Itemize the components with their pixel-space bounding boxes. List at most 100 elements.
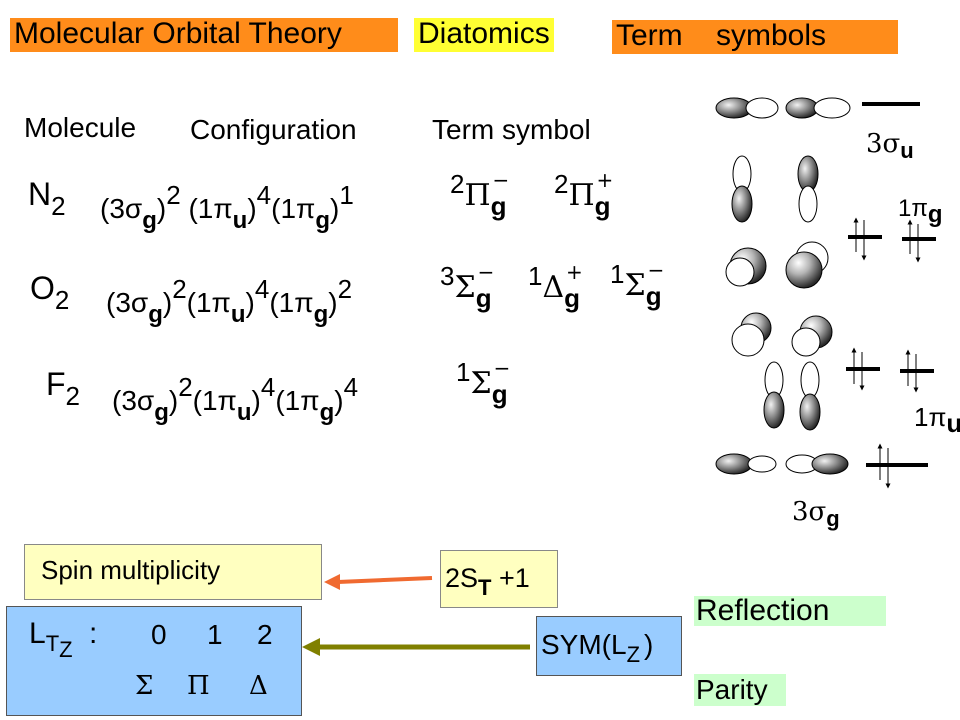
term-o2-2: 1Δg+ [528, 260, 583, 314]
orbital-1pi-g-balls-icon [725, 241, 829, 289]
multiplicity: 1 [456, 357, 471, 387]
reflection: − [477, 260, 495, 284]
lt-symbol-delta: Δ [249, 671, 268, 701]
paren: ) [328, 287, 338, 318]
paren: ) [168, 385, 179, 416]
paren: ) [334, 385, 344, 416]
formula: 2ST +1 [445, 563, 530, 600]
term-o2-1: 3Σg− [440, 260, 494, 314]
col-configuration: Configuration [190, 114, 357, 145]
level-3sigma-g [866, 443, 928, 489]
reflection: + [566, 260, 583, 284]
orbital-pi-u: (1π [186, 287, 231, 318]
atom: F [46, 366, 66, 402]
multiplicity: 3 [440, 261, 455, 291]
sub-u: u [236, 399, 252, 426]
parity-box: Parity [694, 674, 786, 706]
parity: g [475, 283, 492, 313]
paren: ) [162, 287, 173, 318]
orbital-pi-g: (1π [275, 385, 320, 416]
mo-diagram: 3σu 1πg [715, 97, 960, 531]
term-n2-2: 2Πg+ [554, 168, 613, 222]
arrow-sym [302, 638, 530, 656]
occ: 2 [172, 274, 187, 304]
sub-g: g [319, 399, 335, 426]
arrow-spin [324, 574, 433, 590]
sub-u: u [230, 301, 246, 328]
molecule-o2: O2 [30, 270, 69, 316]
lt-value-0: 0 [151, 619, 167, 650]
lt-value-2: 2 [257, 619, 273, 650]
orbital-1pi-u-icon [763, 361, 821, 431]
subscript: 2 [65, 381, 81, 411]
formula-box: 2ST +1 [440, 550, 558, 608]
occ: 4 [254, 274, 270, 304]
col-term-symbol: Term symbol [432, 114, 591, 145]
lt-label: LTZ : [29, 617, 98, 662]
reflection: + [596, 168, 614, 192]
sub-g: g [142, 207, 157, 234]
atom: O [30, 270, 55, 306]
reflection-box: Reflection [694, 594, 886, 627]
reflection: − [492, 168, 510, 192]
parity: g [645, 281, 662, 311]
term-f2-1: 1Σg− [456, 356, 510, 410]
multiplicity: 2 [554, 169, 569, 199]
subscript: 2 [54, 285, 70, 315]
orbital-sigma-g: (3σ [106, 287, 149, 318]
lt-box: LTZ : 0 1 2 Σ Π Δ [6, 606, 302, 716]
molecule-n2: N2 [28, 176, 66, 222]
orbital-pi-u: (1π [192, 385, 237, 416]
orbital-1pi-u-balls-icon [731, 312, 833, 357]
symmetry: Σ [624, 268, 646, 303]
subscript: 2 [51, 191, 66, 221]
label-1pi-u: 1πu [914, 402, 960, 438]
header-diatomics: Diatomics [414, 18, 554, 52]
term-n2-1: 2Πg− [450, 168, 509, 222]
orbital-pi-u: (1π [188, 193, 233, 224]
parity-label: Parity [696, 674, 768, 705]
sym-box: SYM(LZ) [536, 616, 682, 676]
symmetry: Σ [470, 366, 492, 401]
parity: g [564, 283, 581, 313]
orbital-pi-g: (1π [271, 193, 316, 224]
occ: 4 [256, 180, 272, 210]
term-o2-3: 1Σg− [610, 258, 664, 312]
parity: g [594, 191, 611, 221]
label-1pi-g: 1πg [898, 195, 943, 228]
occ: 4 [260, 372, 276, 402]
label-3sigma-g: 3σg [792, 497, 840, 531]
sub-u: u [232, 207, 248, 234]
config-o2: (3σg)2(1πu)4(1πg)2 [106, 274, 352, 329]
reflection: − [647, 258, 665, 282]
paren: ) [330, 193, 340, 224]
occ: 1 [339, 180, 354, 210]
col-molecule: Molecule [24, 112, 137, 143]
orbital-sigma-g: (3σ [112, 385, 155, 416]
sym-label: SYM(LZ) [541, 629, 654, 667]
header-mo-theory: Molecular Orbital Theory [10, 18, 398, 52]
occ: 2 [166, 180, 181, 210]
orbital-sigma-g: (3σ [100, 193, 143, 224]
spin-multiplicity-label: Spin multiplicity [41, 555, 221, 585]
lt-value-1: 1 [207, 619, 223, 650]
multiplicity: 1 [610, 259, 625, 289]
label-3sigma-u: 3σu [866, 129, 914, 163]
config-f2: (3σg)2(1πu)4(1πg)4 [112, 372, 358, 427]
multiplicity: 2 [450, 169, 465, 199]
orbital-3sigma-g-icon [715, 453, 849, 475]
occ: 2 [337, 274, 353, 304]
symmetry: Π [464, 178, 491, 213]
atom: N [28, 176, 52, 212]
sub-g: g [154, 399, 169, 426]
symmetry: Σ [454, 270, 476, 305]
occ: 2 [178, 372, 193, 402]
orbital-3sigma-u-icon [715, 97, 851, 119]
sub-g: g [313, 301, 329, 328]
paren: ) [247, 193, 257, 224]
sub-g: g [148, 301, 163, 328]
reflection-label: Reflection [696, 594, 830, 627]
multiplicity: 1 [528, 261, 543, 291]
paren: ) [156, 193, 167, 224]
level-1pi-u [846, 347, 934, 393]
